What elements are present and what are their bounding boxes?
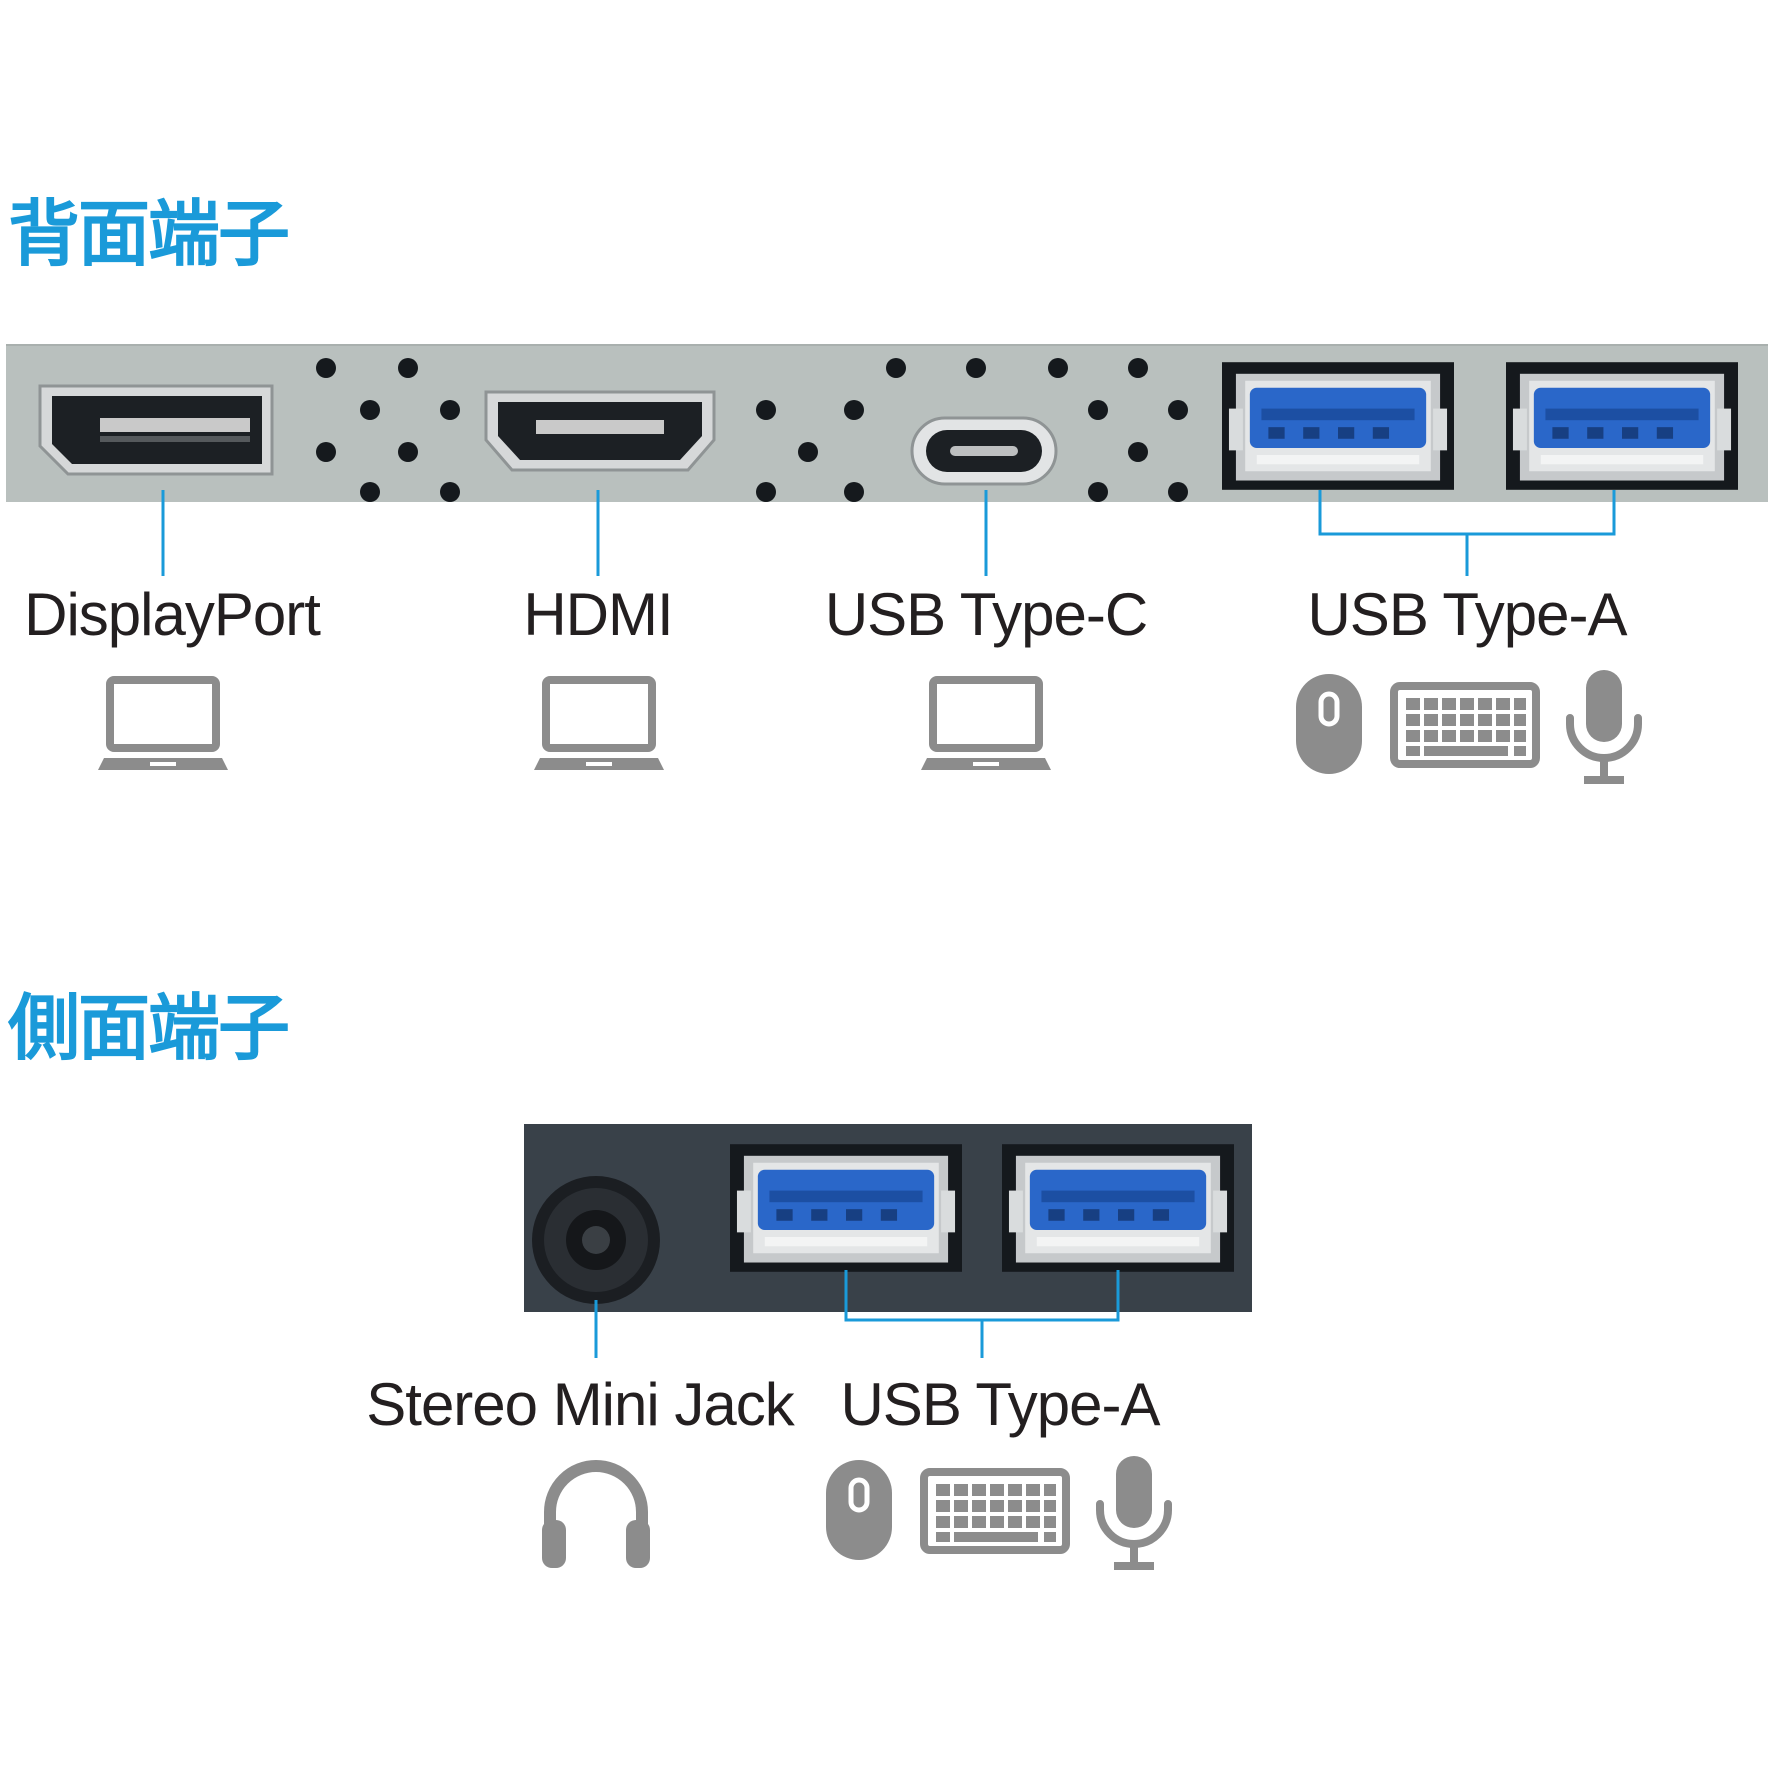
- side-panel-ports: [532, 1144, 1234, 1304]
- laptop-icon: [534, 676, 664, 776]
- rear-panel: [6, 344, 1768, 502]
- keyboard-icon: [1390, 682, 1540, 768]
- vent-holes-left: [316, 358, 460, 502]
- usb-a-rear-label: USB Type-A: [1307, 581, 1627, 648]
- microphone-icon: [1564, 668, 1644, 788]
- laptop-icon: [921, 676, 1051, 776]
- usb-a-side-connector-1: [730, 1144, 962, 1272]
- keyboard-icon: [920, 1468, 1070, 1554]
- laptop-icon: [98, 676, 228, 776]
- hdmi-label: HDMI: [523, 581, 673, 648]
- vent-holes-mid: [756, 358, 1188, 502]
- mouse-icon: [824, 1458, 894, 1562]
- usb-a-side-label: USB Type-A: [840, 1371, 1160, 1438]
- stereo-mini-jack-label: Stereo Mini Jack: [366, 1371, 794, 1438]
- audio-jack-connector: [532, 1176, 660, 1304]
- rear-leader-lines: [161, 490, 1616, 576]
- usb-a-connector-1: [1222, 362, 1454, 490]
- mouse-icon: [1294, 672, 1364, 776]
- microphone-icon: [1094, 1454, 1174, 1574]
- usb-c-label: USB Type-C: [824, 581, 1148, 648]
- rear-panel-ports: [38, 358, 1738, 502]
- displayport-label: DisplayPort: [24, 581, 321, 648]
- headphones-icon: [536, 1450, 656, 1570]
- side-panel: [524, 1124, 1252, 1312]
- hdmi-connector: [484, 390, 716, 472]
- usb-a-side-connector-2: [1002, 1144, 1234, 1272]
- displayport-connector: [38, 384, 274, 476]
- side-section-title: 側面端子: [8, 986, 290, 1070]
- side-leader-lines: [594, 1270, 1120, 1358]
- usb-a-connector-2: [1506, 362, 1738, 490]
- usb-c-connector: [910, 416, 1058, 486]
- rear-section-title: 背面端子: [8, 192, 290, 276]
